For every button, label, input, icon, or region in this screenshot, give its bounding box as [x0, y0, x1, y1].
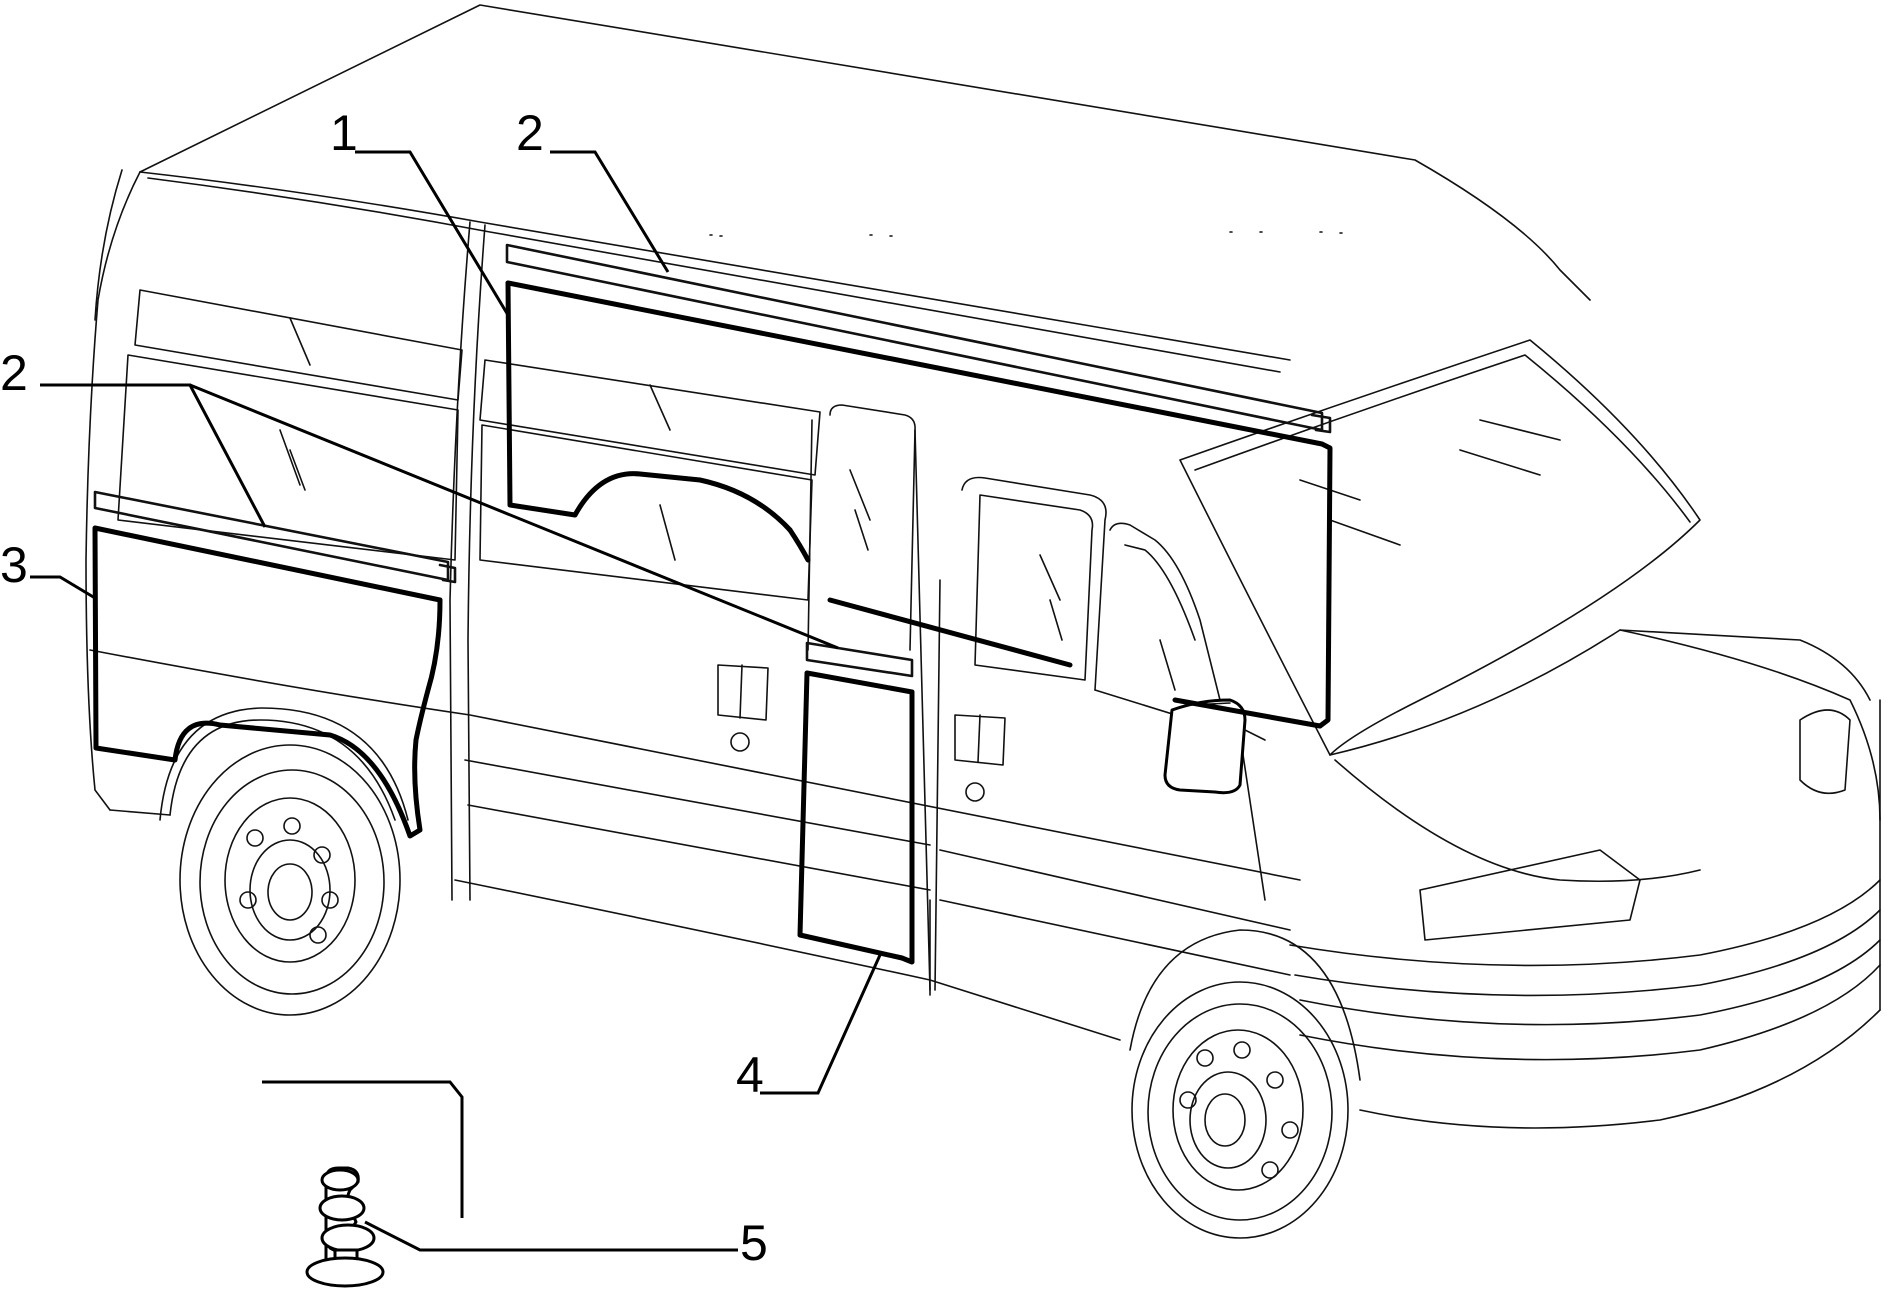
- door-trim-strip: [805, 641, 914, 678]
- callout-3: 3: [0, 537, 28, 593]
- upper-side-panel: [505, 280, 1333, 729]
- callout-4: 4: [736, 1047, 764, 1103]
- rear-wheel: [179, 744, 401, 1016]
- callout-5: 5: [740, 1215, 768, 1271]
- callout-2-top: 2: [516, 105, 544, 161]
- lower-trim-strip: [93, 490, 457, 584]
- van-body: [85, 4, 1881, 1129]
- upper-trim-strip: [505, 243, 1332, 434]
- callout-2-left: 2: [0, 345, 28, 401]
- leader-lines: [30, 150, 882, 1252]
- rear-side-panel: [92, 525, 443, 839]
- push-pin-fastener: [305, 1166, 385, 1288]
- sliding-door-panel: [797, 670, 915, 965]
- callout-1: 1: [330, 105, 358, 161]
- front-wheel: [1131, 981, 1349, 1239]
- callout-labels: 1 2 2 3 4 5: [0, 105, 768, 1271]
